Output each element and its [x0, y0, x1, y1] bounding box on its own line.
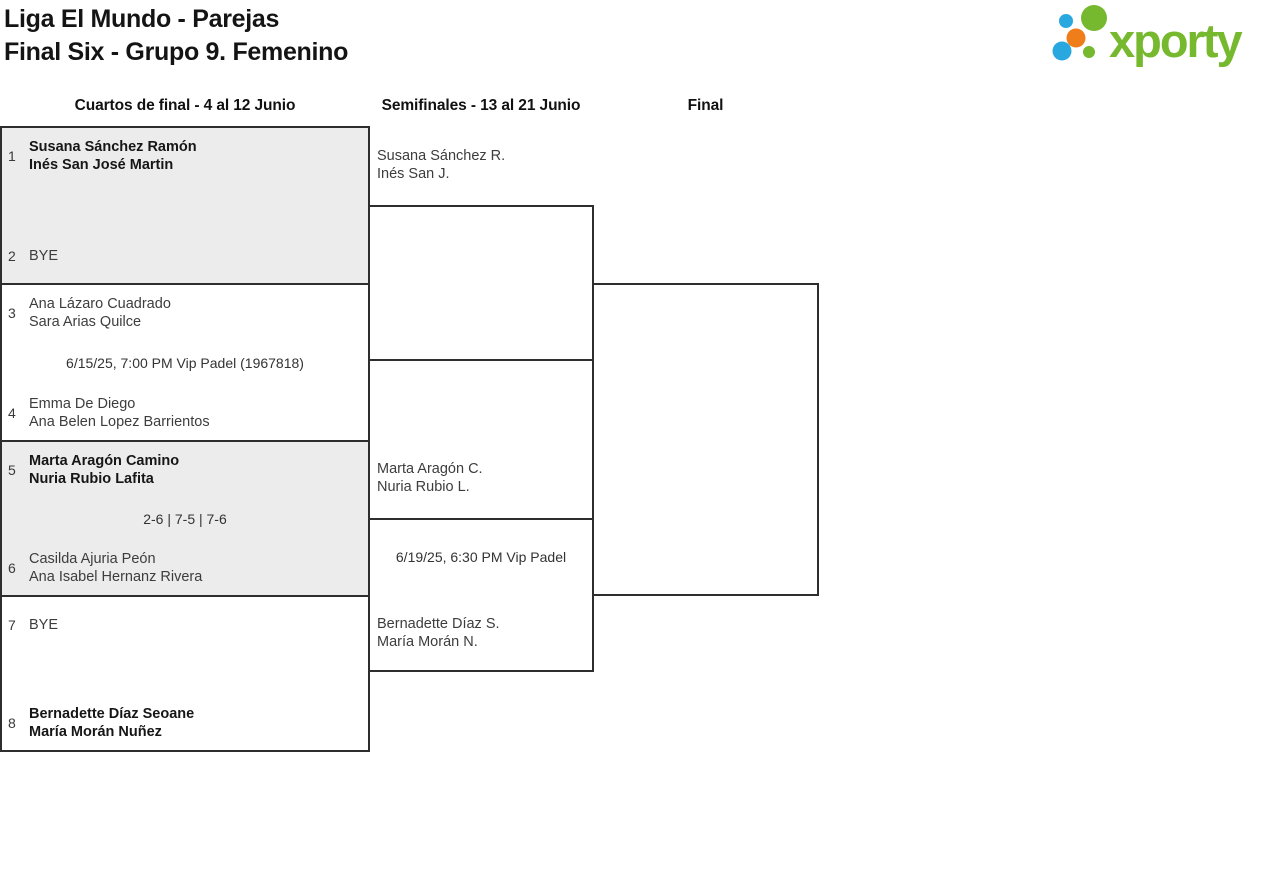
seed-number: 5 — [8, 462, 16, 478]
player-name: Marta Aragón C. — [377, 461, 483, 477]
team-slot-seed-4: 4 Emma De Diego Ana Belen Lopez Barrient… — [8, 395, 364, 431]
seed-number: 1 — [8, 148, 16, 164]
player-name: Bernadette Díaz S. — [377, 616, 500, 632]
round-header-semifinals: Semifinales - 13 al 21 Junio — [381, 97, 581, 114]
player-name: Susana Sánchez Ramón — [29, 139, 197, 155]
sf1-top-team: Susana Sánchez R. Inés San J. — [377, 147, 505, 183]
player-name: Emma De Diego — [29, 396, 136, 412]
team-names: Casilda Ajuria Peón Ana Isabel Hernanz R… — [29, 550, 202, 586]
player-name: Bernadette Díaz Seoane — [29, 706, 195, 722]
player-name: Nuria Rubio L. — [377, 479, 470, 495]
round-header-quarterfinals: Cuartos de final - 4 al 12 Junio — [74, 97, 296, 114]
team-names: BYE — [29, 247, 58, 265]
logo-dot-big-blue — [1052, 41, 1072, 61]
xporty-logo-graphic: xporty — [1052, 5, 1245, 67]
team-names: Marta Aragón Camino Nuria Rubio Lafita — [29, 452, 179, 488]
player-name: Inés San J. — [377, 166, 450, 182]
page-title-line2: Final Six - Grupo 9. Femenino — [4, 38, 349, 66]
team-slot-seed-6: 6 Casilda Ajuria Peón Ana Isabel Hernanz… — [8, 550, 364, 586]
seed-number: 8 — [8, 715, 16, 731]
logo-dot-small-green — [1083, 46, 1095, 58]
team-names: Bernadette Díaz Seoane María Morán Nuñez — [29, 705, 194, 741]
final-match-box — [592, 283, 819, 596]
sf2-bottom-team: Bernadette Díaz S. María Morán N. — [377, 615, 500, 651]
player-name: Marta Aragón Camino — [29, 453, 180, 469]
team-slot-seed-1: 1 Susana Sánchez Ramón Inés San José Mar… — [8, 138, 364, 174]
team-slot-seed-2: 2 BYE — [8, 238, 364, 274]
team-names: Susana Sánchez Ramón Inés San José Marti… — [29, 138, 197, 174]
team-names: Ana Lázaro Cuadrado Sara Arias Quilce — [29, 295, 171, 331]
seed-number: 2 — [8, 248, 16, 264]
player-name: María Morán Nuñez — [29, 724, 162, 740]
team-slot-seed-3: 3 Ana Lázaro Cuadrado Sara Arias Quilce — [8, 295, 364, 331]
qf-match-4-box: 7 BYE 8 Bernadette Díaz Seoane María Mor… — [0, 595, 370, 752]
round-header-final: Final — [687, 97, 724, 114]
seed-number: 6 — [8, 560, 16, 576]
match-schedule: 6/15/25, 7:00 PM Vip Padel (1967818) — [66, 354, 304, 371]
player-name: Sara Arias Quilce — [29, 314, 142, 330]
player-name: BYE — [29, 617, 59, 633]
player-name: Nuria Rubio Lafita — [29, 471, 154, 487]
logo-brand-text: xporty — [1109, 14, 1243, 67]
seed-number: 7 — [8, 617, 16, 633]
qf-match-2-box: 3 Ana Lázaro Cuadrado Sara Arias Quilce … — [0, 283, 370, 442]
match-score: 2-6 | 7-5 | 7-6 — [143, 510, 227, 527]
logo-dot-big-green — [1081, 5, 1107, 31]
player-name: Ana Isabel Hernanz Rivera — [29, 569, 203, 585]
sf2-top-team: Marta Aragón C. Nuria Rubio L. — [377, 460, 483, 496]
qf-match-3-box: 5 Marta Aragón Camino Nuria Rubio Lafita… — [0, 440, 370, 597]
team-names: BYE — [29, 616, 58, 634]
team-slot-seed-5: 5 Marta Aragón Camino Nuria Rubio Lafita — [8, 452, 364, 488]
player-name: Ana Belen Lopez Barrientos — [29, 414, 210, 430]
page-title-line1: Liga El Mundo - Parejas — [4, 5, 280, 33]
seed-number: 3 — [8, 305, 16, 321]
logo-dot-small-blue — [1059, 14, 1073, 28]
player-name: Susana Sánchez R. — [377, 148, 506, 164]
seed-number: 4 — [8, 405, 16, 421]
player-name: María Morán N. — [377, 634, 478, 650]
player-name: Inés San José Martin — [29, 157, 174, 173]
logo-dot-orange — [1066, 28, 1086, 48]
xporty-logo[interactable]: xporty — [1043, 0, 1280, 75]
player-name: Ana Lázaro Cuadrado — [29, 296, 171, 312]
sf2-match-schedule: 6/19/25, 6:30 PM Vip Padel — [395, 549, 567, 565]
page-title: Liga El Mundo - Parejas Final Six - Grup… — [4, 3, 348, 69]
team-names: Emma De Diego Ana Belen Lopez Barrientos — [29, 395, 210, 431]
player-name: BYE — [29, 248, 59, 264]
team-slot-seed-7: 7 BYE — [8, 607, 364, 643]
qf-match-1-box: 1 Susana Sánchez Ramón Inés San José Mar… — [0, 126, 370, 285]
player-name: Casilda Ajuria Peón — [29, 551, 156, 567]
sf-match-1-box — [368, 205, 594, 361]
team-slot-seed-8: 8 Bernadette Díaz Seoane María Morán Nuñ… — [8, 705, 364, 741]
logo-dots-icon — [1052, 5, 1107, 61]
